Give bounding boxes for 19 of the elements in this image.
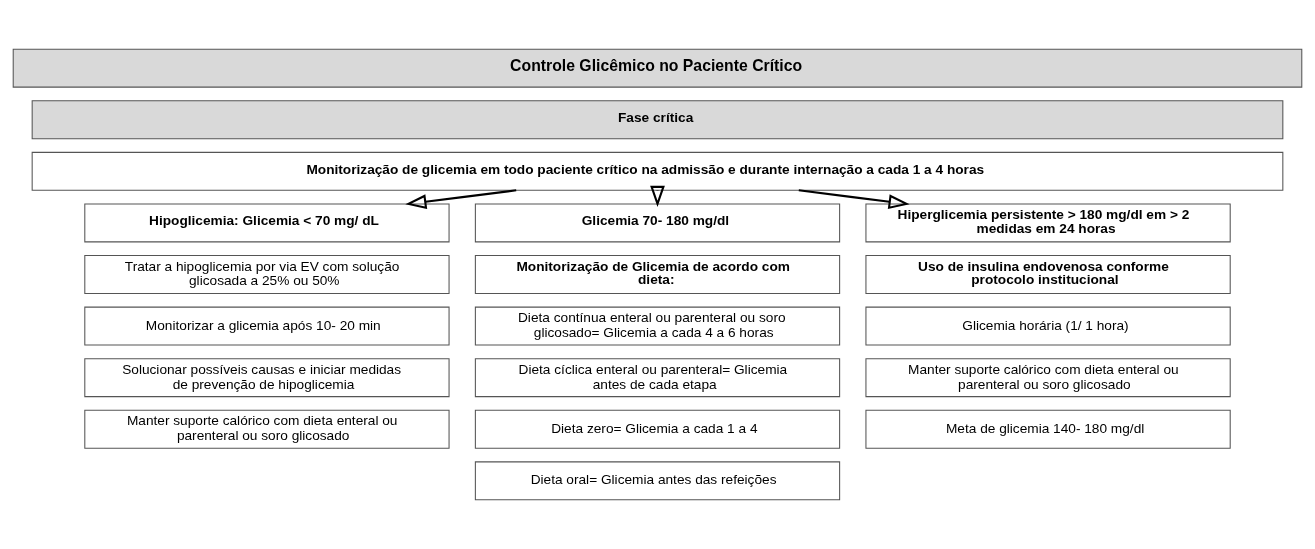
node-box: Controle Glicêmico no Paciente Crítico	[12, 48, 1303, 88]
node-box: Fase crítica	[31, 100, 1284, 140]
node-box: Manter suporte calórico com dieta enteral ou parenteral ou soro glicosado	[865, 358, 1231, 398]
node-box: Dieta oral= Glicemia antes das refeições	[474, 461, 841, 501]
node-box: Meta de glicemia 140- 180 mg/dl	[865, 409, 1231, 449]
node-box: Dieta contínua enteral ou parenteral ou soro glicosado= Glicemia a cada 4 a 6 horas	[474, 306, 841, 346]
node-box: Dieta zero= Glicemia a cada 1 a 4	[474, 409, 841, 449]
node-box: Monitorização de Glicemia de acordo com dieta:	[474, 255, 841, 294]
node-box: Glicemia 70- 180 mg/dl	[474, 203, 841, 243]
node-box: Hiperglicemia persistente > 180 mg/dl em > 2 medidas em 24 horas	[865, 203, 1231, 243]
node-box: Tratar a hipoglicemia por via EV com solução glicosada a 25% ou 50%	[84, 255, 450, 294]
arrow	[650, 185, 665, 207]
node-box: Dieta cíclica enteral ou parenteral= Glicemia antes de cada etapa	[474, 358, 841, 398]
node-box: Monitorizar a glicemia após 10- 20 min	[84, 306, 450, 346]
node-box: Hipoglicemia: Glicemia < 70 mg/ dL	[84, 203, 450, 243]
node-box: Uso de insulina endovenosa conforme protocolo institucional	[865, 255, 1231, 294]
node-box: Glicemia horária (1/ 1 hora)	[865, 306, 1231, 346]
node-box: Manter suporte calórico com dieta enteral ou parenteral ou soro glicosado	[84, 409, 450, 449]
node-box: Solucionar possíveis causas e iniciar medidas de prevenção de hipoglicemia	[84, 358, 450, 398]
